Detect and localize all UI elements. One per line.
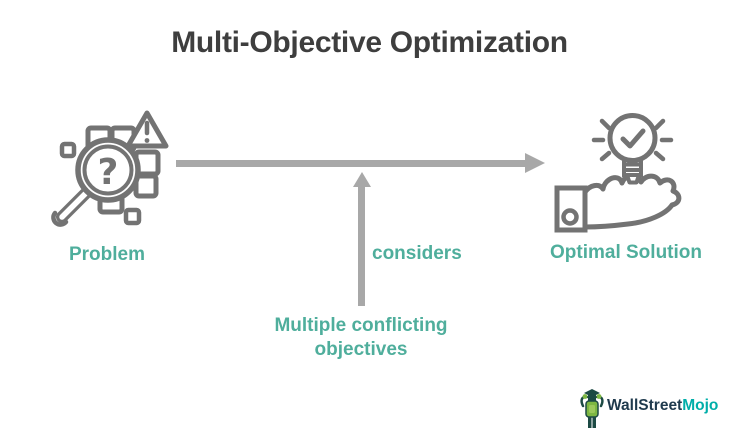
problem-magnifier-svg: ? bbox=[51, 110, 169, 227]
problem-to-solution-arrow-line bbox=[176, 160, 525, 167]
wallstreetmojo-logo: WallStreetMojo bbox=[579, 388, 718, 432]
objectives-arrow-line bbox=[358, 186, 365, 306]
wallstreetmojo-mascot-icon bbox=[580, 389, 604, 428]
problem-magnifier-icon: ? bbox=[45, 103, 180, 248]
solution-bulb-hand-svg bbox=[554, 113, 682, 233]
solution-bulb-hand-icon bbox=[550, 100, 690, 245]
objectives-arrowhead-icon bbox=[353, 172, 371, 187]
problem-to-solution-arrowhead-icon bbox=[525, 153, 545, 173]
logo-mojo-text: Mojo bbox=[682, 397, 719, 414]
wallstreetmojo-logo-text: WallStreetMojo bbox=[607, 397, 718, 415]
page-title: Multi-Objective Optimization bbox=[171, 26, 568, 59]
objectives-label: Multiple conflicting objectives bbox=[274, 315, 448, 360]
logo-wallstreet-text: WallStreet bbox=[607, 397, 683, 414]
problem-label: Problem bbox=[68, 244, 146, 265]
svg-text:?: ? bbox=[98, 152, 119, 193]
considers-label: considers bbox=[372, 243, 462, 264]
optimal-solution-label: Optimal Solution bbox=[550, 242, 702, 263]
